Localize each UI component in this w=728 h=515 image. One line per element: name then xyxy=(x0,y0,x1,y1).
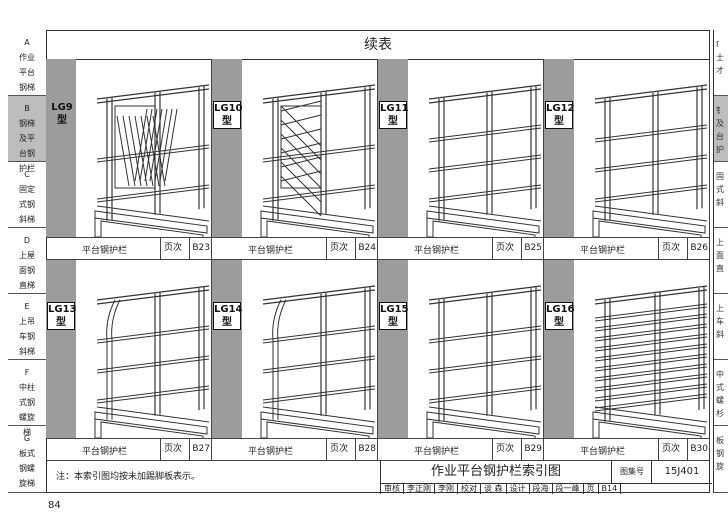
drawing-title: 作业平台钢护栏索引图 xyxy=(381,461,611,484)
railing-drawing xyxy=(260,84,376,237)
signature-field: 谈 森 xyxy=(481,483,507,494)
title-block: 作业平台钢护栏索引图 图集号 15J401 审核李正刚李刚校对谈 森设计段海段一… xyxy=(380,461,712,494)
right-tab: 固式斜 xyxy=(714,162,728,228)
caption-page-code[interactable]: B30 xyxy=(687,439,708,460)
signature-field: 校对 xyxy=(458,483,481,494)
atlas-label: 图集号 xyxy=(611,461,652,484)
railing-drawing xyxy=(94,285,210,438)
railing-drawing xyxy=(426,285,542,438)
label-band xyxy=(46,59,76,238)
cell-caption: 平台钢护栏 页次 B23 xyxy=(46,237,212,259)
atlas-number: 15J401 xyxy=(651,461,712,484)
label-band xyxy=(212,59,242,238)
signature-field: 设计 xyxy=(507,483,530,494)
cell-caption: 平台钢护栏 页次 B26 xyxy=(544,237,710,259)
signature-field: 李正刚 xyxy=(404,483,435,494)
right-tab: 中式螺杉 xyxy=(714,360,728,426)
caption-page-code[interactable]: B23 xyxy=(189,238,210,259)
sheet-heading: 续表 xyxy=(46,31,710,60)
page-number: 84 xyxy=(48,500,61,511)
label-band xyxy=(544,260,574,439)
cell-caption: 平台钢护栏 页次 B29 xyxy=(378,438,544,460)
caption-name: 平台钢护栏 xyxy=(82,246,128,256)
caption-page-word: 页次 xyxy=(492,238,514,259)
caption-page-word: 页次 xyxy=(492,439,514,460)
right-tab: 上面直 xyxy=(714,228,728,294)
caption-page-word: 页次 xyxy=(326,439,348,460)
caption-name: 平台钢护栏 xyxy=(580,447,626,457)
right-tab: 钅及台护 xyxy=(714,96,728,162)
caption-page-word: 页次 xyxy=(160,238,182,259)
caption-page-word: 页次 xyxy=(326,238,348,259)
cell-caption: 平台钢护栏 页次 B25 xyxy=(378,237,544,259)
caption-page-code[interactable]: B26 xyxy=(687,238,708,259)
caption-page-code[interactable]: B27 xyxy=(189,439,210,460)
label-band xyxy=(378,59,408,238)
caption-page-word: 页次 xyxy=(658,439,680,460)
cell-caption: 平台钢护栏 页次 B28 xyxy=(212,438,378,460)
caption-page-word: 页次 xyxy=(160,439,182,460)
cell-caption: 平台钢护栏 页次 B24 xyxy=(212,237,378,259)
signature-field: 李刚 xyxy=(435,483,458,494)
railing-drawing xyxy=(426,84,542,237)
caption-name: 平台钢护栏 xyxy=(248,246,294,256)
caption-page-code[interactable]: B25 xyxy=(521,238,542,259)
cell-caption: 平台钢护栏 页次 B30 xyxy=(544,438,710,460)
caption-name: 平台钢护栏 xyxy=(580,246,626,256)
caption-page-code[interactable]: B28 xyxy=(355,439,376,460)
signature-field: 审核 xyxy=(381,483,404,494)
railing-drawing xyxy=(94,84,210,237)
label-band xyxy=(46,260,76,439)
caption-name: 平台钢护栏 xyxy=(414,447,460,457)
note-text: 注：本索引图均按未加踢脚板表示。 xyxy=(56,472,201,482)
railing-drawing xyxy=(592,84,708,237)
caption-name: 平台钢护栏 xyxy=(82,447,128,457)
signature-field: B14 xyxy=(599,483,622,494)
railing-drawing xyxy=(260,285,376,438)
cell-caption: 平台钢护栏 页次 B27 xyxy=(46,438,212,460)
signature-field: 段海 xyxy=(530,483,553,494)
label-band xyxy=(378,260,408,439)
railing-drawing xyxy=(592,285,708,438)
caption-name: 平台钢护栏 xyxy=(414,246,460,256)
signature-field: 段一峰 xyxy=(553,483,584,494)
right-tab: 上车斜 xyxy=(714,294,728,360)
right-tab: 板钢旋 xyxy=(714,426,728,493)
signature-field: 页 xyxy=(584,483,599,494)
caption-page-word: 页次 xyxy=(658,238,680,259)
caption-name: 平台钢护栏 xyxy=(248,447,294,457)
label-band xyxy=(212,260,242,439)
label-band xyxy=(544,59,574,238)
caption-page-code[interactable]: B29 xyxy=(521,439,542,460)
caption-page-code[interactable]: B24 xyxy=(355,238,376,259)
